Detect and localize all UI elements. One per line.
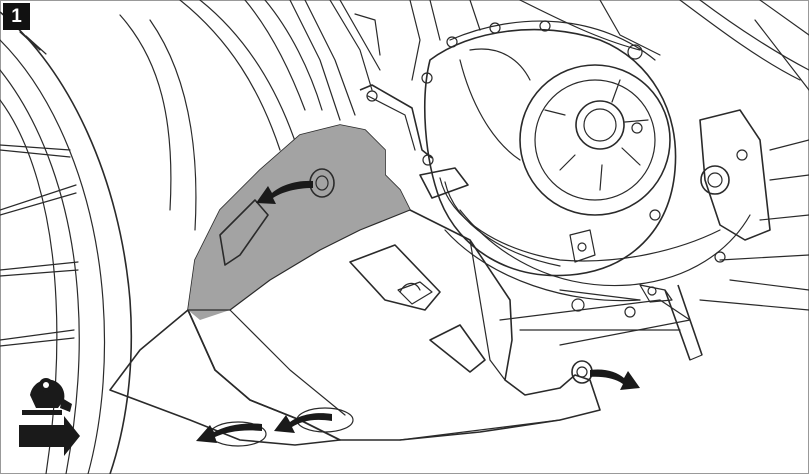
curved-arrow-left-icon (256, 180, 313, 204)
curved-arrow-left-icon (196, 423, 262, 443)
rear-frame-bracket (639, 109, 809, 361)
curved-arrow-left-icon (274, 413, 332, 433)
engine-cover (421, 20, 751, 302)
front-wheel (0, 11, 197, 474)
lower-frame-rail (499, 289, 691, 346)
curved-arrow-right-icon (590, 369, 640, 390)
step-number-badge: 1 (3, 3, 30, 30)
workshop-lift-icon (19, 378, 80, 456)
engine-guard-plate (109, 124, 601, 447)
sensor-cable (359, 84, 721, 267)
frame-tubes (179, 0, 809, 151)
